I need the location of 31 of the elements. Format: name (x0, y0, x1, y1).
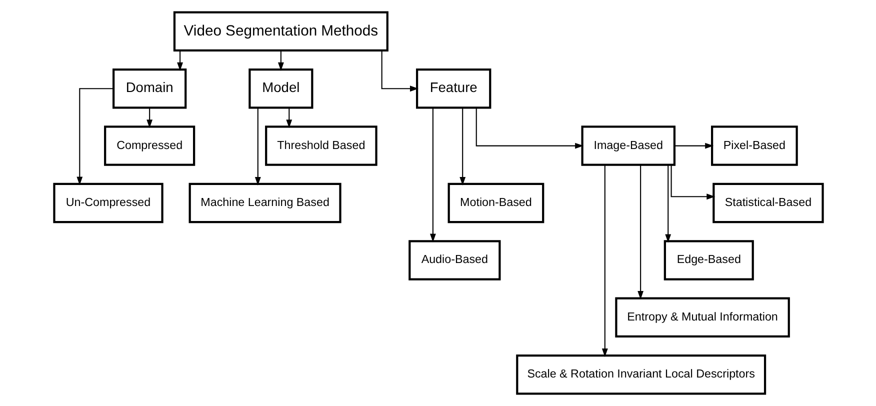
node-box: Domain (112, 68, 186, 109)
arrow (380, 50, 418, 92)
arrow (601, 164, 608, 357)
node-box: Image-Based (580, 126, 676, 166)
arrow (286, 108, 292, 128)
node-box: Compressed (104, 126, 195, 166)
arrow (475, 108, 584, 149)
arrow (254, 108, 260, 186)
arrow (146, 108, 152, 128)
arrow (637, 165, 644, 300)
node-box: Edge-Based (663, 240, 754, 280)
node-box: Scale & Rotation Invariant Local Descriptors (516, 354, 766, 395)
arrow (674, 142, 714, 149)
arrow (76, 88, 113, 186)
arrow (176, 50, 182, 71)
node-box: Video Segmentation Methods (172, 11, 388, 52)
arrow (459, 108, 466, 186)
node-box: Model (248, 68, 313, 109)
node-box: Feature (416, 68, 491, 109)
node-box: Pixel-Based (710, 126, 798, 166)
arrow (664, 165, 671, 243)
arrow (429, 108, 436, 242)
node-box: Audio-Based (408, 240, 500, 280)
node-box: Machine Learning Based (188, 182, 341, 224)
arrow (670, 165, 715, 200)
node-box: Motion-Based (447, 182, 544, 224)
arrow (277, 50, 284, 71)
node-box: Un-Compressed (52, 182, 163, 224)
node-box: Entropy & Mutual Information (614, 297, 790, 338)
node-box: Statistical-Based (712, 182, 824, 224)
node-box: Threshold Based (264, 126, 377, 166)
